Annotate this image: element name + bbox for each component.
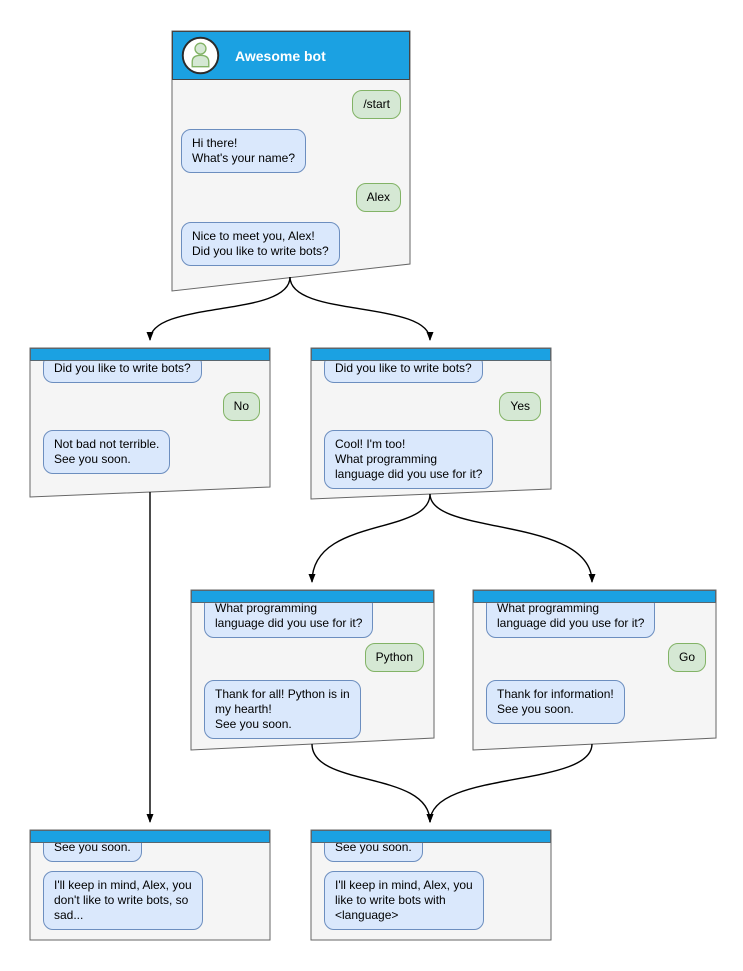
window-titlebar — [30, 348, 270, 361]
chat-window-lang-go: What programming language did you use fo… — [473, 590, 716, 750]
bot-message: Hi there! What's your name? — [181, 129, 307, 173]
bot-message: Cool! I'm too! What programming language… — [324, 430, 494, 489]
window-titlebar — [191, 590, 434, 603]
user-message: /start — [352, 90, 401, 119]
window-titlebar — [311, 348, 551, 361]
user-message: Alex — [355, 183, 401, 212]
arrow-yes-to-python — [308, 493, 431, 583]
chat-window-start: /start Hi there! What's your name? Alex … — [172, 31, 410, 291]
chat-window-branch-yes: Did you like to write bots? Yes Cool! I'… — [311, 348, 551, 499]
bot-message: Not bad not terrible. See you soon. — [43, 430, 171, 474]
user-message: Yes — [499, 392, 541, 421]
user-message: Go — [667, 643, 706, 672]
window-title: Awesome bot — [235, 47, 326, 64]
arrow-yes-to-go — [429, 493, 596, 583]
chat-window-end-yes: See you soon. I'll keep in mind, Alex, y… — [311, 830, 551, 940]
arrow-go-to-end-yes — [426, 743, 593, 823]
bot-message: I'll keep in mind, Alex, you like to wri… — [324, 871, 484, 930]
window-titlebar — [473, 590, 716, 603]
user-message: Python — [364, 643, 424, 672]
bot-message: Thank for all! Python is in my hearth! S… — [204, 680, 361, 739]
window-titlebar — [30, 830, 270, 843]
window-titlebar: Awesome bot — [172, 31, 410, 80]
bot-avatar-icon — [181, 36, 220, 75]
chat-window-branch-no: Did you like to write bots? No Not bad n… — [30, 348, 270, 497]
chat-window-lang-python: What programming language did you use fo… — [191, 590, 434, 750]
chat-window-end-no: See you soon. I'll keep in mind, Alex, y… — [30, 830, 270, 940]
bot-message: Thank for information! See you soon. — [486, 680, 625, 724]
bot-message: I'll keep in mind, Alex, you don't like … — [43, 871, 203, 930]
bot-message: Nice to meet you, Alex! Did you like to … — [181, 222, 340, 266]
user-message: No — [222, 392, 260, 421]
window-titlebar — [311, 830, 551, 843]
arrow-python-to-end-yes — [311, 743, 434, 823]
